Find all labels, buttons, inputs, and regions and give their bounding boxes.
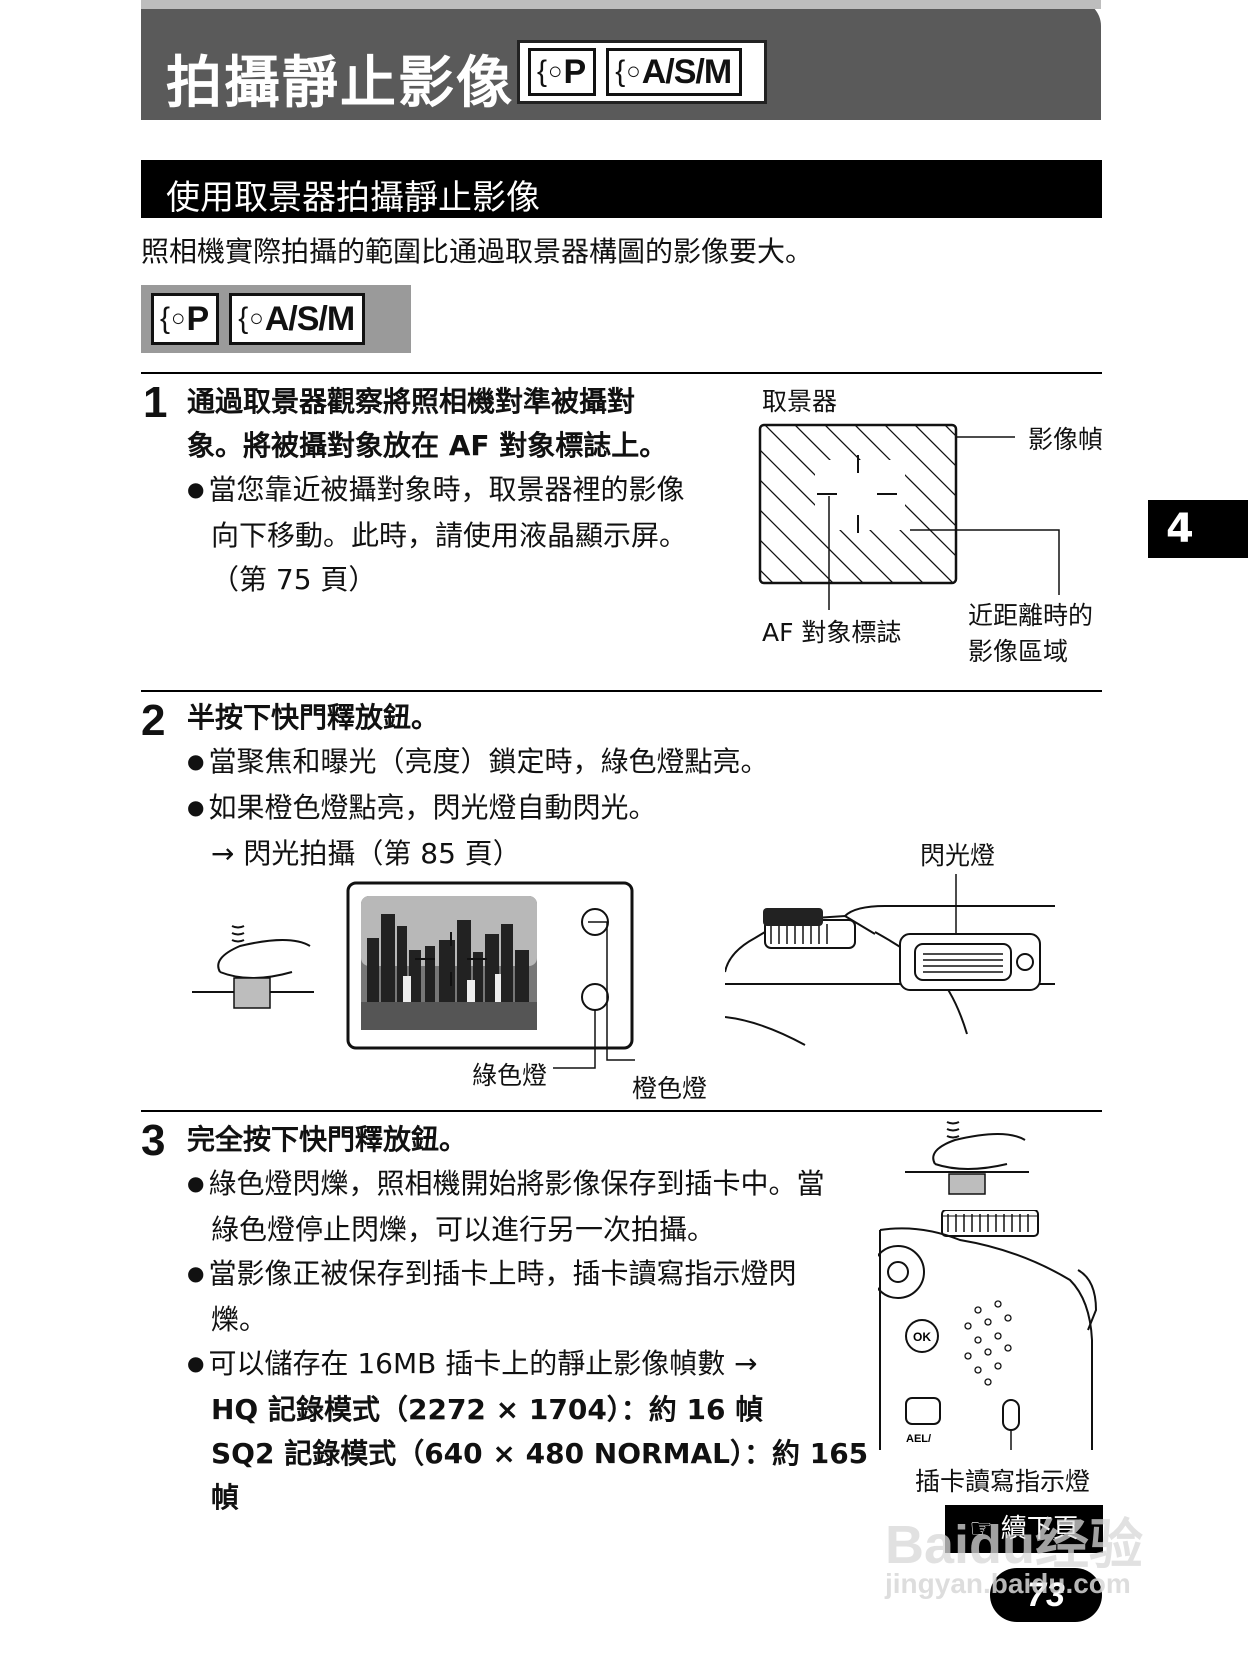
step3-bullet: 當影像正被保存到插卡上時，插卡讀寫指示燈閃: [187, 1252, 887, 1298]
af-target-mark: [817, 455, 897, 533]
mode-badge-label: A/S/M: [641, 52, 732, 91]
section-mode-badges: ○P ○A/S/M: [141, 285, 411, 353]
ok-button-label: OK: [913, 1330, 931, 1344]
finger-full-press-icon: [905, 1121, 1029, 1195]
flash-label: 閃光燈: [920, 841, 996, 870]
page-number: 73: [990, 1568, 1102, 1622]
af-target-label: AF 對象標誌: [762, 618, 902, 647]
callout-lines: [553, 921, 635, 1069]
step1-bullet-cont: （第 75 頁）: [211, 563, 377, 596]
orange-lamp-label: 橙色燈: [632, 1074, 708, 1103]
mode-dial-icon: ○: [171, 305, 185, 332]
frame-label: 影像幀: [1028, 425, 1104, 454]
step3-text: 完全按下快門釋放鈕。 綠色燈閃爍，照相機開始將影像保存到插卡中。當 綠色燈停止閃…: [187, 1118, 887, 1520]
section-title: 使用取景器拍攝靜止影像: [166, 178, 540, 218]
speaker-holes: [964, 1300, 1012, 1386]
mode-badge-label: A/S/M: [264, 299, 355, 338]
title-banner-top-stripe: [141, 0, 1101, 9]
step2-bullet: 如果橙色燈點亮，閃光燈自動閃光。: [187, 786, 987, 832]
card-access-lamp: [1002, 1399, 1020, 1431]
watermark-logo: Baidu经验: [885, 1515, 1144, 1575]
step3-bullet-cont: 爍。: [211, 1303, 268, 1336]
step3-bullet-cont: 綠色燈停止閃爍，可以進行另一次拍攝。: [211, 1213, 716, 1246]
step-number: 3: [141, 1116, 166, 1165]
hq-capacity: HQ 記錄模式（2272 × 1704）：約 16 幀: [211, 1393, 764, 1426]
mode-dial-icon: ○: [249, 305, 263, 332]
flash-unit: [899, 933, 1041, 991]
intro-text: 照相機實際拍攝的範圍比通過取景器構圖的影像要大。: [141, 235, 814, 268]
card-lamp-label: 插卡讀寫指示燈: [915, 1467, 1091, 1496]
mode-dial-icon: ○: [626, 58, 640, 85]
viewfinder-diagram: [758, 423, 1060, 610]
ok-button[interactable]: [905, 1319, 939, 1353]
af-target-mark: [415, 932, 487, 986]
title-mode-badges: ○P ○A/S/M: [517, 40, 767, 104]
step2-link: → 閃光拍攝（第 85 頁）: [211, 837, 521, 870]
mode-badge-label: P: [563, 52, 587, 91]
step-number: 1: [143, 378, 168, 427]
continue-next-page[interactable]: ☞ 續下頁: [945, 1505, 1103, 1553]
step3-bullet: 可以儲存在 16MB 插卡上的靜止影像幀數 →: [187, 1342, 887, 1388]
image-frame: [758, 423, 958, 585]
mode-badge-p: ○P: [528, 48, 597, 96]
step1-heading-line: 通過取景器觀察將照相機對準被攝對: [187, 385, 636, 418]
mode-badge-asm: ○A/S/M: [229, 293, 366, 345]
green-lamp-label: 綠色燈: [472, 1061, 548, 1090]
mode-dial-icon: [763, 908, 823, 926]
watermark-url: jingyan.baidu.com: [885, 1568, 1131, 1599]
camera-top-flash-diagram: [725, 874, 1055, 1046]
step3-bullet: 綠色燈閃爍，照相機開始將影像保存到插卡中。當: [187, 1162, 887, 1208]
section-banner: [141, 160, 1102, 218]
close-range-label-line: 近距離時的: [968, 601, 1094, 630]
chapter-tab: 4: [1148, 500, 1248, 558]
close-range-label-line: 影像區域: [968, 637, 1069, 666]
sq2-capacity: SQ2 記錄模式（640 × 480 NORMAL）：約 165 幀: [211, 1437, 869, 1514]
display-button[interactable]: [905, 1397, 941, 1425]
step1-bullet-cont: 向下移動。此時，請使用液晶顯示屏。: [211, 519, 688, 552]
mode-badge-label: P: [186, 299, 210, 338]
step2-bullet: 當聚焦和曝光（亮度）鎖定時，綠色燈點亮。: [187, 740, 987, 786]
close-range-hatch: [760, 425, 956, 583]
close-range-label: 近距離時的 影像區域: [968, 598, 1093, 670]
mode-dial-icon: [941, 1210, 1039, 1237]
divider: [141, 1110, 1102, 1112]
camera-back-diagram: OK AEL/: [878, 1210, 1098, 1450]
step-number: 2: [141, 696, 166, 745]
step3-heading: 完全按下快門釋放鈕。: [187, 1123, 468, 1156]
mode-dial-icon: ○: [548, 58, 562, 85]
finger-half-press-icon: [192, 925, 314, 1009]
step1-text: 通過取景器觀察將照相機對準被攝對 象。將被攝對象放在 AF 對象標誌上。 當您靠…: [187, 380, 727, 602]
divider: [141, 690, 1102, 692]
ael-button-label: AEL/: [906, 1433, 931, 1445]
step2-heading: 半按下快門釋放鈕。: [187, 701, 440, 734]
viewfinder-label: 取景器: [762, 387, 838, 416]
step1-heading-line: 象。將被攝對象放在 AF 對象標誌上。: [187, 429, 668, 462]
green-lamp-icon: [581, 983, 609, 1011]
callout-lines: [828, 436, 1060, 610]
viewfinder-lamps-diagram: [346, 881, 635, 1069]
step1-bullet: 當您靠近被攝對象時，取景器裡的影像: [187, 468, 727, 514]
mode-badge-p: ○P: [151, 293, 220, 345]
mode-badge-asm: ○A/S/M: [606, 48, 743, 96]
page-title: 拍攝靜止影像: [166, 51, 514, 116]
divider: [141, 372, 1102, 374]
step2-text: 半按下快門釋放鈕。 當聚焦和曝光（亮度）鎖定時，綠色燈點亮。 如果橙色燈點亮，閃…: [187, 696, 987, 876]
